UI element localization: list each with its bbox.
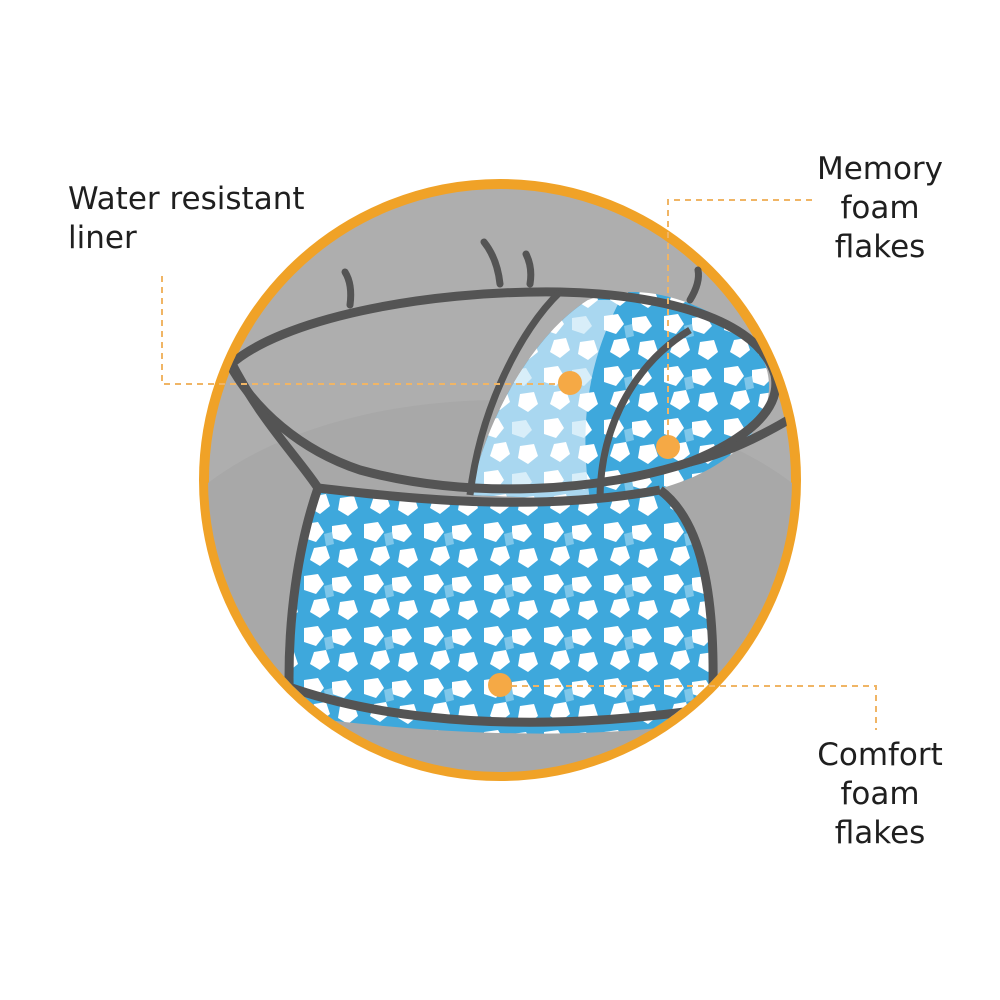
pillow-illustration: [208, 238, 792, 772]
pillow-opening-outline: [224, 287, 781, 494]
water-label-line-2: liner: [68, 220, 137, 256]
memory-label-line-3: flakes: [834, 229, 926, 265]
comfort-foam-marker: [488, 673, 512, 697]
water-liner-marker: [558, 371, 582, 395]
comfort-label-line-3: flakes: [834, 815, 926, 851]
water-liner-leader-line: [161, 276, 570, 385]
comfort-label-line-2: foam: [840, 776, 920, 812]
memory-label-line-2: foam: [840, 190, 920, 226]
memory-foam-flakes-label: Memory foam flakes: [780, 150, 980, 267]
comfort-foam-flakes-region: [287, 488, 714, 734]
comfort-label-line-1: Comfort: [817, 737, 943, 773]
comfort-foam-leader-line: [500, 685, 877, 730]
memory-label-line-1: Memory: [816, 151, 944, 187]
comfort-foam-flakes-label: Comfort foam flakes: [780, 736, 980, 853]
water-resistant-liner-label: Water resistant liner: [68, 180, 305, 258]
memory-foam-leader-line: [667, 199, 812, 446]
memory-foam-marker: [656, 435, 680, 459]
water-resistant-liner-layer: [470, 300, 620, 500]
water-label-line-1: Water resistant: [68, 181, 305, 217]
